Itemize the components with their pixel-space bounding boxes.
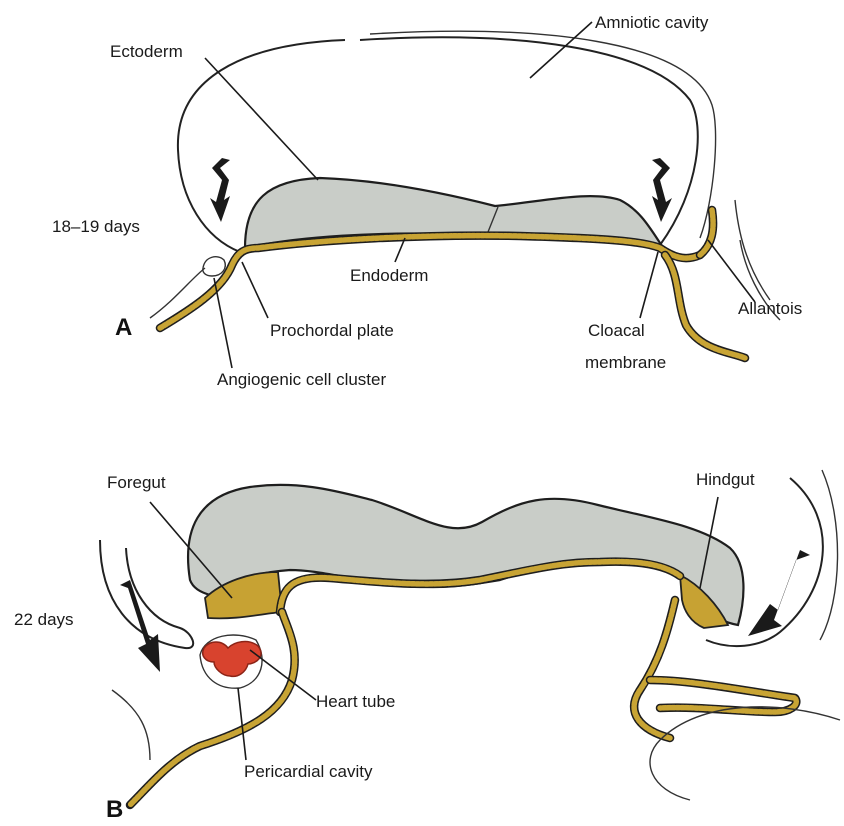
label-heart-tube: Heart tube <box>316 692 395 711</box>
fold-arrow-b-right <box>748 550 810 636</box>
panel-letter-a: A <box>115 314 132 341</box>
heart-tube-shape <box>203 642 261 677</box>
leader-angiogenic <box>214 278 232 368</box>
angiogenic-cell-cluster-shape <box>203 257 225 276</box>
label-prochordal-plate: Prochordal plate <box>270 321 394 340</box>
label-hindgut: Hindgut <box>696 470 755 489</box>
leader-prochordal-plate <box>242 262 268 318</box>
chorion-b-right <box>650 707 840 800</box>
panel-letter-b: B <box>106 796 123 823</box>
label-foregut: Foregut <box>107 473 166 492</box>
label-membrane: membrane <box>585 353 666 372</box>
label-amniotic-cavity: Amniotic cavity <box>595 13 709 32</box>
label-age-a: 18–19 days <box>52 217 140 236</box>
fold-arrow-left <box>210 158 230 222</box>
amnion-curve-left-outer <box>112 690 150 760</box>
label-ectoderm: Ectoderm <box>110 42 183 61</box>
panel-a: Amniotic cavity Ectoderm 18–19 days Endo… <box>52 13 802 389</box>
leader-cloacal <box>640 252 658 318</box>
chorion-line-left <box>150 268 205 318</box>
label-angiogenic-cell-cluster: Angiogenic cell cluster <box>217 370 386 389</box>
label-cloacal: Cloacal <box>588 321 645 340</box>
label-allantois: Allantois <box>738 299 802 318</box>
panel-b: Foregut Hindgut 22 days Heart tube Peric… <box>14 470 840 823</box>
label-pericardial-cavity: Pericardial cavity <box>244 762 373 781</box>
fold-arrow-right <box>652 158 672 222</box>
endoderm-strip-fill <box>160 236 700 328</box>
leader-endoderm <box>395 238 405 262</box>
label-age-b: 22 days <box>14 610 74 629</box>
fold-arrow-b-left <box>120 580 160 672</box>
label-endoderm: Endoderm <box>350 266 428 285</box>
chorion-line-right-2 <box>735 200 770 300</box>
